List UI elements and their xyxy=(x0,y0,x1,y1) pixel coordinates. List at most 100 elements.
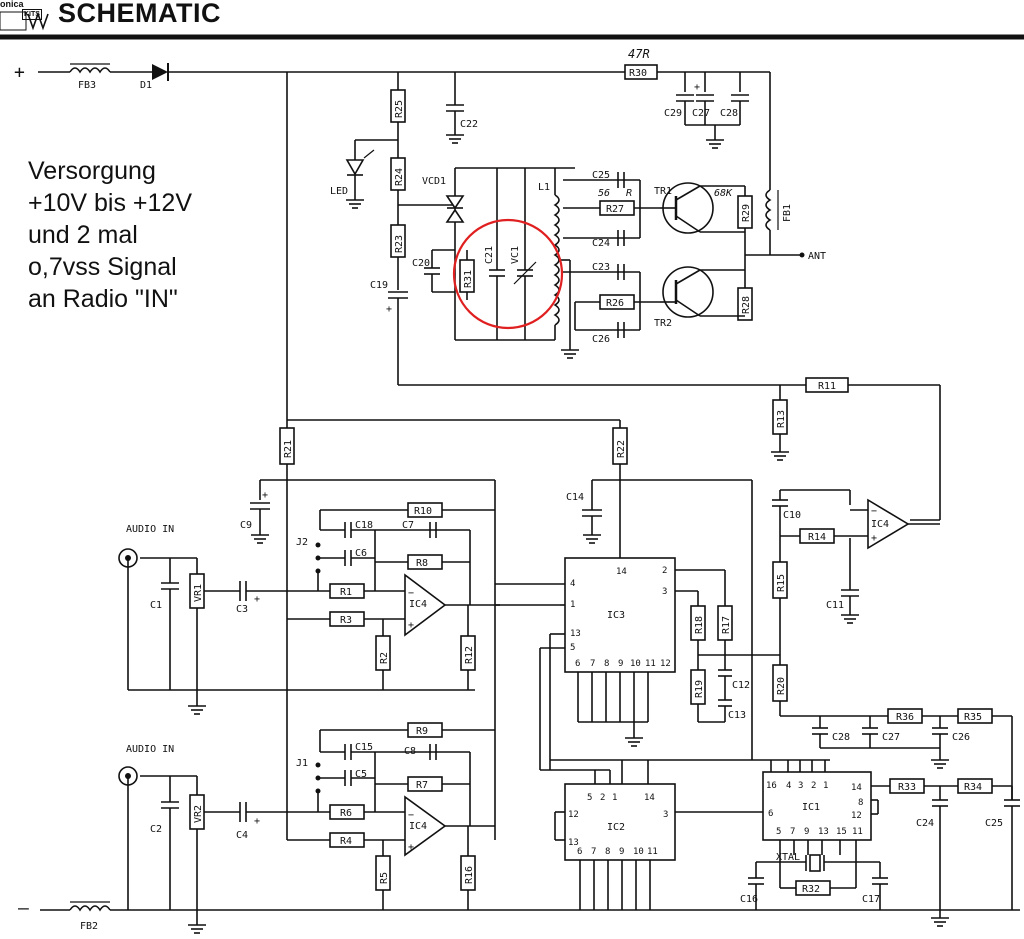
svg-text:C26: C26 xyxy=(592,334,610,345)
svg-text:C1: C1 xyxy=(150,600,162,611)
svg-text:R1: R1 xyxy=(340,587,352,598)
svg-text:R29: R29 xyxy=(741,204,752,222)
led-label: LED xyxy=(330,186,348,197)
svg-text:12: 12 xyxy=(568,810,579,820)
ic2-block: IC2 5 2 1 14 12 13 3 6 7 8 9 10 11 xyxy=(540,759,763,910)
svg-text:R17: R17 xyxy=(721,616,732,634)
svg-text:C10: C10 xyxy=(783,510,801,521)
svg-text:15: 15 xyxy=(836,827,847,837)
svg-text:+: + xyxy=(254,594,260,605)
svg-text:R20: R20 xyxy=(776,677,787,695)
svg-text:R9: R9 xyxy=(416,726,428,737)
svg-text:8: 8 xyxy=(858,798,863,808)
svg-text:5: 5 xyxy=(570,643,575,653)
r30-label: R30 xyxy=(629,68,647,79)
svg-text:C2: C2 xyxy=(150,824,162,835)
svg-text:+: + xyxy=(694,82,700,93)
svg-text:IC4: IC4 xyxy=(409,599,427,610)
logo-frame xyxy=(0,11,27,31)
vcd1-label: VCD1 xyxy=(422,176,446,187)
bias-chain: R25 LED R24 R23 C19 + xyxy=(330,72,940,386)
svg-text:IC1: IC1 xyxy=(802,802,820,813)
svg-text:7: 7 xyxy=(590,659,595,669)
svg-text:12: 12 xyxy=(660,659,671,669)
svg-text:9: 9 xyxy=(618,659,623,669)
fb3-label: FB3 xyxy=(78,80,96,91)
svg-text:VC1: VC1 xyxy=(510,246,521,264)
ic1-chip xyxy=(762,771,872,841)
svg-text:R4: R4 xyxy=(340,836,352,847)
svg-text:2: 2 xyxy=(600,793,605,803)
c19-label: C19 xyxy=(370,280,388,291)
highlight-circle xyxy=(452,218,564,330)
svg-text:R33: R33 xyxy=(898,782,916,793)
svg-text:13: 13 xyxy=(570,629,581,639)
svg-text:R31: R31 xyxy=(463,270,474,288)
svg-text:R15: R15 xyxy=(776,574,787,592)
svg-text:C25: C25 xyxy=(592,170,610,181)
svg-text:10: 10 xyxy=(630,659,641,669)
svg-text:C24: C24 xyxy=(592,238,610,249)
minus-terminal: — xyxy=(18,898,29,919)
r30-handwritten: 47R xyxy=(628,47,650,61)
opamp-ic4-ch1 xyxy=(404,573,447,637)
svg-text:6: 6 xyxy=(768,809,773,819)
audio-in-1-label: AUDIO IN xyxy=(126,524,174,535)
supply-note-line-2: +10V bis +12V xyxy=(28,189,193,217)
svg-text:3: 3 xyxy=(663,810,668,820)
svg-text:11: 11 xyxy=(647,847,658,857)
svg-text:4: 4 xyxy=(570,579,575,589)
svg-text:R19: R19 xyxy=(694,680,705,698)
svg-text:C28: C28 xyxy=(832,732,850,743)
svg-text:5: 5 xyxy=(587,793,592,803)
svg-text:4: 4 xyxy=(786,781,791,791)
svg-text:8: 8 xyxy=(605,847,610,857)
svg-text:IC4: IC4 xyxy=(871,519,889,530)
svg-text:R27: R27 xyxy=(606,204,624,215)
svg-text:C26: C26 xyxy=(952,732,970,743)
svg-text:R36: R36 xyxy=(896,712,914,723)
c20-label: C20 xyxy=(412,258,430,269)
svg-text:3: 3 xyxy=(798,781,803,791)
supply-note: Versorgung +10V bis +12V und 2 mal o,7vs… xyxy=(28,155,192,315)
svg-text:R10: R10 xyxy=(414,506,432,517)
svg-text:R26: R26 xyxy=(606,298,624,309)
svg-text:C15: C15 xyxy=(355,742,373,753)
ic3-chip xyxy=(564,557,676,673)
svg-text:13: 13 xyxy=(568,838,579,848)
svg-text:6: 6 xyxy=(577,847,582,857)
led-symbol xyxy=(345,159,365,176)
ferrite-fb1 xyxy=(765,189,772,231)
svg-text:IC2: IC2 xyxy=(607,822,625,833)
svg-text:C9: C9 xyxy=(240,520,252,531)
svg-text:C14: C14 xyxy=(566,492,584,503)
svg-text:R14: R14 xyxy=(808,532,826,543)
svg-text:C23: C23 xyxy=(592,262,610,273)
svg-text:C11: C11 xyxy=(826,600,844,611)
plus-terminal: + xyxy=(14,62,25,83)
svg-text:IC3: IC3 xyxy=(607,610,625,621)
l1-label: L1 xyxy=(538,182,550,193)
svg-text:R21: R21 xyxy=(283,440,294,458)
rf-output-stage: C25 56 R R27 C24 TR1 68K C23 R26 C26 xyxy=(563,170,826,345)
ic1-block: IC1 16 4 3 2 1 14 8 12 6 5 7 9 13 15 11 … xyxy=(740,759,1020,927)
svg-text:R6: R6 xyxy=(340,808,352,819)
svg-text:C3: C3 xyxy=(236,604,248,615)
svg-text:12: 12 xyxy=(851,811,862,821)
svg-text:2: 2 xyxy=(811,781,816,791)
svg-text:R12: R12 xyxy=(464,646,475,664)
svg-text:+: + xyxy=(262,490,268,501)
svg-text:C7: C7 xyxy=(402,520,414,531)
svg-text:R2: R2 xyxy=(379,652,390,664)
logo-zigzag xyxy=(27,11,49,31)
svg-text:R13: R13 xyxy=(776,410,787,428)
svg-text:R8: R8 xyxy=(416,558,428,569)
ferrite-fb3 xyxy=(69,67,111,74)
brand-logo: onica KITS xyxy=(0,0,42,20)
svg-text:C21: C21 xyxy=(484,246,495,264)
svg-text:R11: R11 xyxy=(818,381,836,392)
opamp-ic4-mod xyxy=(867,498,910,550)
brand-line-2: KITS xyxy=(22,9,42,20)
xtal-label: XTAL xyxy=(776,852,800,863)
svg-text:14: 14 xyxy=(851,783,862,793)
